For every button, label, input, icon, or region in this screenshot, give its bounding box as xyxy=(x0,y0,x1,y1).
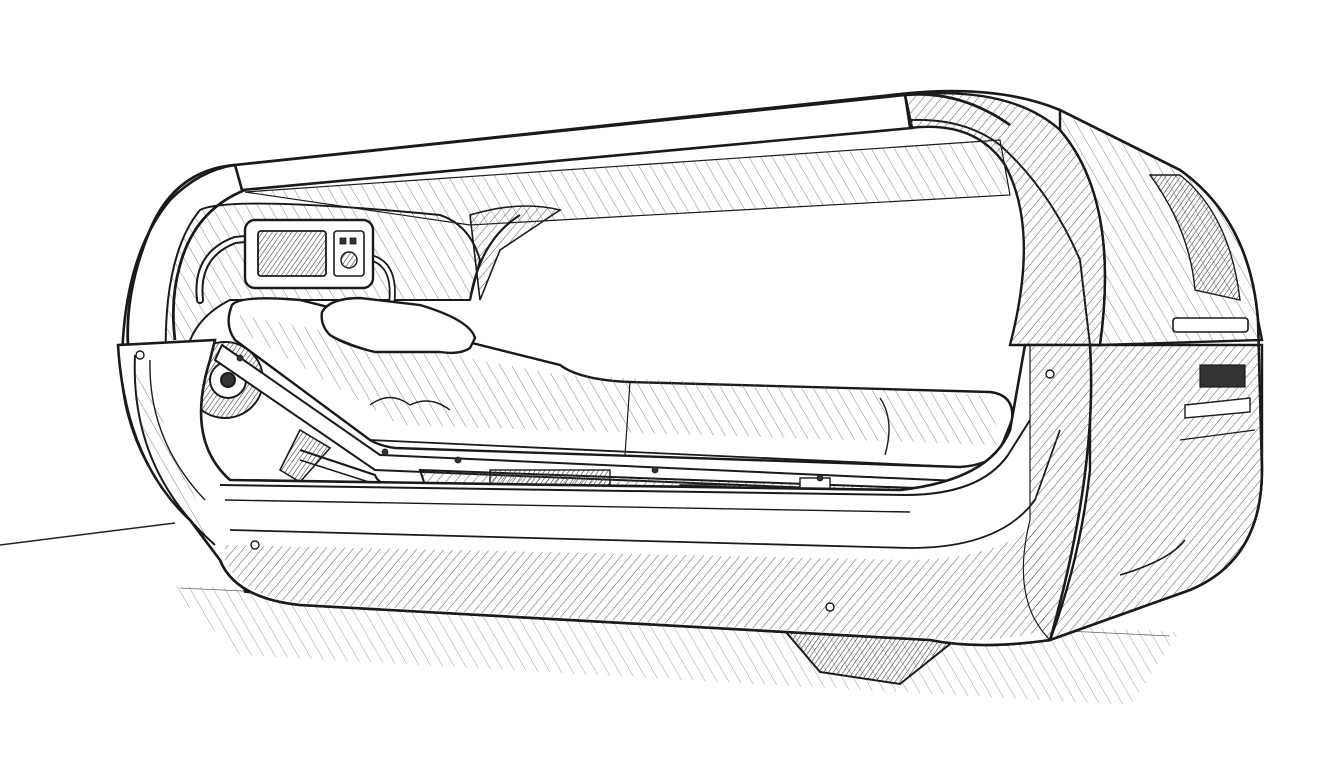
pod-side-panel-icon xyxy=(1148,174,1241,301)
pod-base xyxy=(116,338,1093,647)
control-screen-icon xyxy=(257,230,327,277)
control-dial-icon xyxy=(340,251,358,269)
control-panel xyxy=(243,218,375,290)
pillow xyxy=(320,296,477,355)
canopy-outline xyxy=(126,93,1011,346)
pod-end-cap xyxy=(903,92,1264,642)
